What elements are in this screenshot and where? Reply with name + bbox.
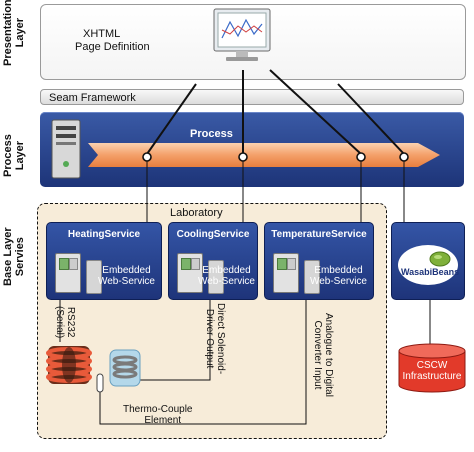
solenoid-line1: Direct Solenoid- [215,303,226,375]
temperature-embedded-label: Embedded Web-Service [310,265,367,287]
web-service-label: Web-Service [197,276,255,287]
xhtml-label: XHTML [83,28,121,40]
analogue-label: Analogue to Digital Converter Input [312,313,334,397]
embedded-label: Embedded [202,265,251,276]
embedded-module-icon [177,253,224,294]
rs232-label: RS232 (Serial) [54,306,76,338]
wasabi-bean-icon [429,251,451,267]
link-heating-presentation [146,83,197,155]
link-wasabi-presentation [337,83,405,155]
link-temperature-presentation [269,69,362,155]
wasabibeans-logo: WasabiBeans [398,245,460,285]
heating-service-box: HeatingService Embedded Web-Service [46,222,162,300]
cscw-line2: Infrastructure [402,371,462,382]
connector-temperature [356,152,366,162]
monitor-icon [213,8,271,61]
rs232-line2: (Serial) [54,306,65,339]
thermocouple-label: Thermo-Couple Element [95,404,192,426]
heating-coil-icon [46,346,92,384]
process-arrow [88,143,440,167]
embedded-label: Embedded [314,265,363,276]
heating-service-title: HeatingService [67,229,141,240]
cscw-line1: CSCW [416,360,448,371]
cooling-coil-icon [109,349,141,387]
temperature-service-title: TemperatureService [271,229,367,240]
xhtml-page-definition: XHTML Page Definition [75,28,150,54]
temperature-service-box: TemperatureService Embedded Web-Service [264,222,374,300]
wasabibeans-label: WasabiBeans [401,267,460,277]
embedded-module-icon [55,253,102,294]
web-service-label: Web-Service [309,276,367,287]
rs232-line1: RS232 [65,306,76,338]
cooling-service-box: CoolingService Embedded Web-Service [168,222,258,300]
heating-embedded-label: Embedded Web-Service [98,265,155,287]
cscw-label: CSCW Infrastructure [396,360,468,382]
embedded-label: Embedded [102,265,151,276]
link-solenoid [138,300,211,381]
thermocouple-icon [96,373,104,393]
page-definition-label: Page Definition [75,41,150,53]
connector-heating [142,152,152,162]
web-service-label: Web-Service [97,276,155,287]
thermo-line1: Thermo-Couple [123,404,193,415]
server-icon [51,119,81,179]
solenoid-line2: Driver Output [204,308,215,369]
process-label: Process [190,128,233,140]
connector-cooling [238,152,248,162]
link-thermo [99,300,307,425]
thermo-line2: Element [144,415,182,426]
wasabibeans-box: WasabiBeans [391,222,465,300]
cooling-embedded-label: Embedded Web-Service [198,265,255,287]
laboratory-label: Laboratory [170,207,223,219]
analogue-line2: Converter Input [312,320,323,390]
cscw-database-icon [398,343,466,393]
seam-framework-bar: Seam Framework [40,89,464,105]
cooling-service-title: CoolingService [176,229,250,240]
analogue-line1: Analogue to Digital [323,313,334,397]
connector-wasabi [399,152,409,162]
solenoid-label: Direct Solenoid- Driver Output [204,303,226,374]
embedded-module-icon [273,253,320,294]
